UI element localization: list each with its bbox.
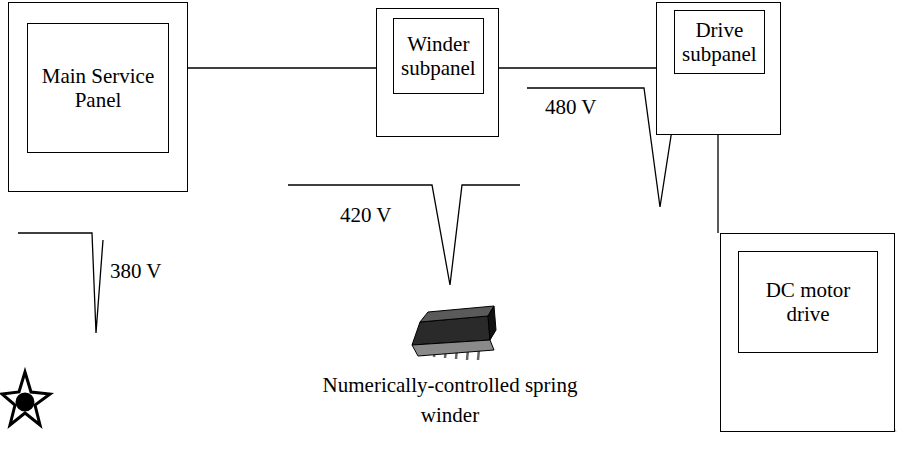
device-caption: Numerically-controlled spring winder bbox=[300, 370, 600, 430]
voltage-label: 380 V bbox=[110, 256, 162, 286]
voltage-label: 480 V bbox=[545, 92, 597, 122]
motor-drive-box: DC motor drive bbox=[720, 233, 895, 432]
inner-panel: Winder subpanel bbox=[393, 18, 484, 94]
voltage-sag-symbol bbox=[288, 185, 520, 285]
subpanel-box: Winder subpanel bbox=[376, 8, 499, 137]
subpanel-box: Drive subpanel bbox=[656, 2, 781, 135]
panel-label: Winder subpanel bbox=[400, 32, 477, 80]
logo-star bbox=[2, 372, 50, 425]
feeder-line bbox=[717, 135, 718, 233]
panel-label: DC motor drive bbox=[745, 278, 871, 326]
inner-panel: DC motor drive bbox=[738, 251, 878, 353]
voltage-label: 420 V bbox=[340, 200, 392, 230]
chip-icon bbox=[412, 306, 496, 360]
feeder-line bbox=[188, 67, 376, 68]
main-service-panel: Main Service Panel bbox=[8, 2, 188, 192]
feeder-line bbox=[499, 67, 656, 68]
inner-panel: Drive subpanel bbox=[674, 10, 765, 74]
panel-label: Main Service Panel bbox=[34, 64, 162, 112]
voltage-sag-symbol bbox=[18, 233, 103, 333]
inner-panel: Main Service Panel bbox=[27, 23, 169, 153]
panel-label: Drive subpanel bbox=[681, 18, 758, 66]
